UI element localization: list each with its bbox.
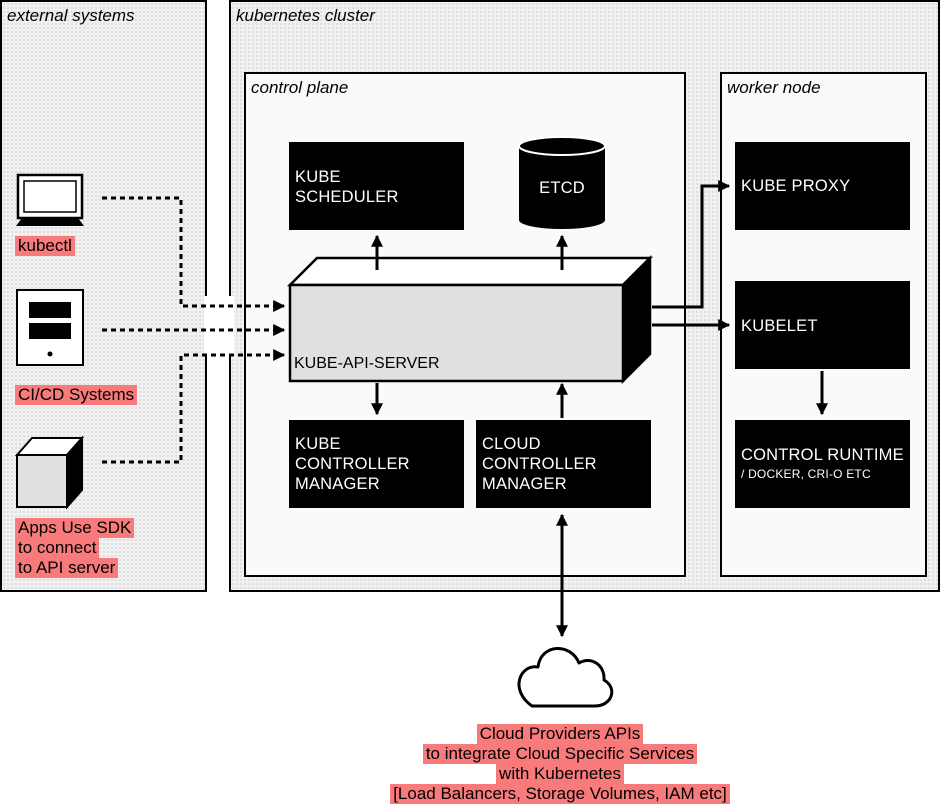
etcd-label: ETCD: [539, 179, 585, 197]
sdk-cube-icon: [14, 435, 85, 510]
control-runtime-sublabel: / DOCKER, CRI-O ETC: [741, 467, 871, 481]
internal-arrows: [371, 180, 828, 638]
cloud-controller-manager-box: CLOUD CONTROLLER MANAGER: [476, 420, 651, 508]
kubernetes-cluster-label: kubernetes cluster: [236, 6, 375, 25]
cloud-controller-manager-label: CLOUD CONTROLLER MANAGER: [482, 435, 597, 493]
control-plane-label: control plane: [251, 78, 349, 97]
sdk-label-line1: Apps Use SDK: [15, 518, 135, 538]
kube-api-server-label: KUBE-API-SERVER: [294, 355, 440, 372]
cloud-caption-line4: [Load Balancers, Storage Volumes, IAM et…: [390, 784, 730, 804]
cloud-caption-line1: Cloud Providers APIs: [476, 724, 644, 744]
kube-proxy-label: KUBE PROXY: [741, 177, 851, 195]
server-icon: [16, 289, 84, 366]
monitor-icon: [16, 173, 84, 226]
kubelet-label: KUBELET: [741, 317, 818, 335]
cloud-icon: [517, 647, 614, 708]
control-runtime-box: CONTROL RUNTIME / DOCKER, CRI-O ETC: [735, 420, 910, 508]
worker-node-label: worker node: [727, 78, 821, 97]
control-runtime-label: CONTROL RUNTIME: [741, 446, 904, 464]
cloud-caption-line3: with Kubernetes: [496, 764, 624, 784]
cicd-label: CI/CD Systems: [15, 385, 138, 405]
sdk-label-line3: to API server: [15, 558, 119, 578]
kubectl-label: kubectl: [15, 236, 75, 256]
external-systems-label: external systems: [7, 6, 135, 25]
etcd-label-wrap: ETCD: [519, 176, 605, 200]
kube-scheduler-label: KUBE SCHEDULER: [295, 168, 399, 206]
etcd-cylinder: [518, 136, 606, 229]
kube-scheduler-box: KUBE SCHEDULER: [289, 142, 464, 230]
kube-api-server-box: [286, 254, 654, 385]
kube-controller-manager-label: KUBE CONTROLLER MANAGER: [295, 435, 410, 493]
kubelet-box: KUBELET: [735, 281, 910, 369]
sdk-label-line2: to connect: [15, 538, 100, 558]
cloud-caption-line2: to integrate Cloud Specific Services: [422, 744, 698, 764]
kube-controller-manager-box: KUBE CONTROLLER MANAGER: [289, 420, 464, 508]
cloud-providers-caption: Cloud Providers APIs to integrate Cloud …: [330, 724, 790, 804]
external-connections: [102, 196, 286, 464]
kube-proxy-box: KUBE PROXY: [735, 142, 910, 230]
